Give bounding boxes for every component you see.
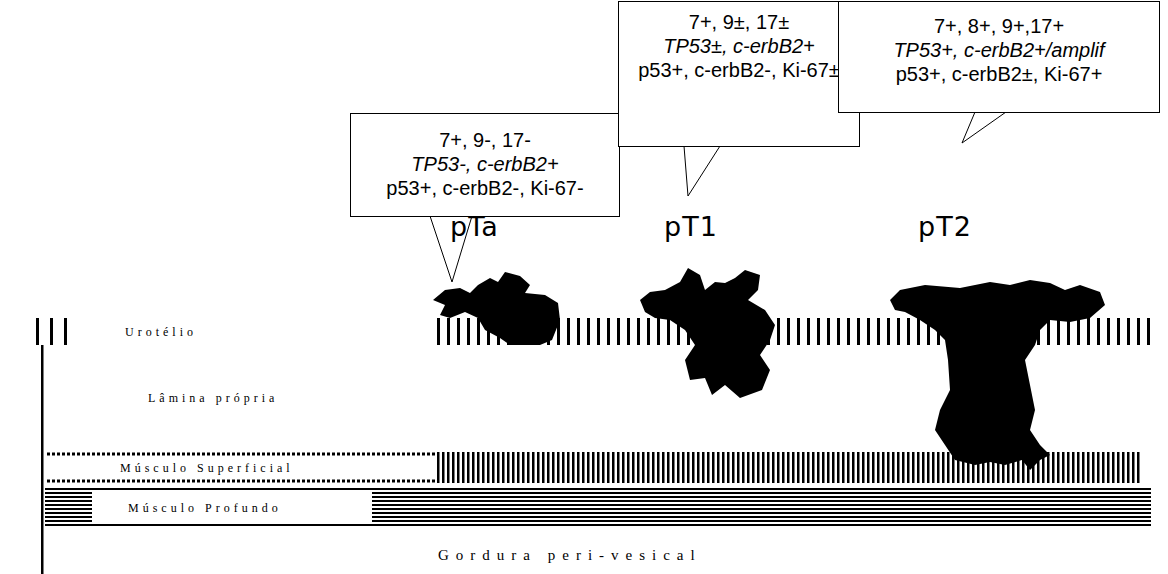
callout-text: p53+, c-erbB2-, Ki-67± bbox=[619, 58, 859, 82]
layer-label: Urotélio bbox=[125, 325, 197, 339]
callout-text: p53+, c-erbB2±, Ki-67+ bbox=[839, 62, 1159, 86]
stage-label: pT1 bbox=[664, 211, 718, 243]
callout-tail bbox=[684, 146, 720, 196]
callout-text: p53+, c-erbB2-, Ki-67- bbox=[351, 176, 619, 200]
callout-text: TP53-, c-erbB2+ bbox=[351, 152, 619, 176]
callout-tail bbox=[962, 112, 1006, 143]
stage-label: pTa bbox=[450, 211, 499, 243]
callout-text: 7+, 8+, 9+,17+ bbox=[839, 14, 1159, 38]
callout-box: 7+, 9-, 17-TP53-, c-erbB2+p53+, c-erbB2-… bbox=[350, 113, 620, 217]
wall-line bbox=[41, 345, 44, 574]
tumour-pT2 bbox=[890, 280, 1105, 470]
stage-label: pT2 bbox=[918, 211, 972, 243]
tumour-pT1 bbox=[640, 268, 775, 398]
deep-muscle-label-ground bbox=[92, 492, 372, 524]
layer-label: Músculo Superficial bbox=[120, 461, 294, 475]
callout-text: 7+, 9±, 17± bbox=[619, 10, 859, 34]
layer-label: Lâmina própria bbox=[148, 391, 278, 405]
deep-muscle-hatch bbox=[45, 488, 1151, 528]
layer-label: Gordura peri-vesical bbox=[438, 546, 702, 564]
muscle-border bbox=[47, 480, 437, 483]
callout-text: TP53±, c-erbB2+ bbox=[619, 34, 859, 58]
callout-box: 7+, 9±, 17±TP53±, c-erbB2+p53+, c-erbB2-… bbox=[618, 1, 860, 147]
muscle-border bbox=[47, 453, 437, 456]
urothelium-ticks bbox=[36, 318, 67, 345]
callout-box: 7+, 8+, 9+,17+TP53+, c-erbB2+/amplifp53+… bbox=[838, 1, 1160, 113]
callout-text: 7+, 9-, 17- bbox=[351, 128, 619, 152]
callout-text: TP53+, c-erbB2+/amplif bbox=[839, 38, 1159, 62]
layer-label: Músculo Profundo bbox=[128, 501, 282, 515]
